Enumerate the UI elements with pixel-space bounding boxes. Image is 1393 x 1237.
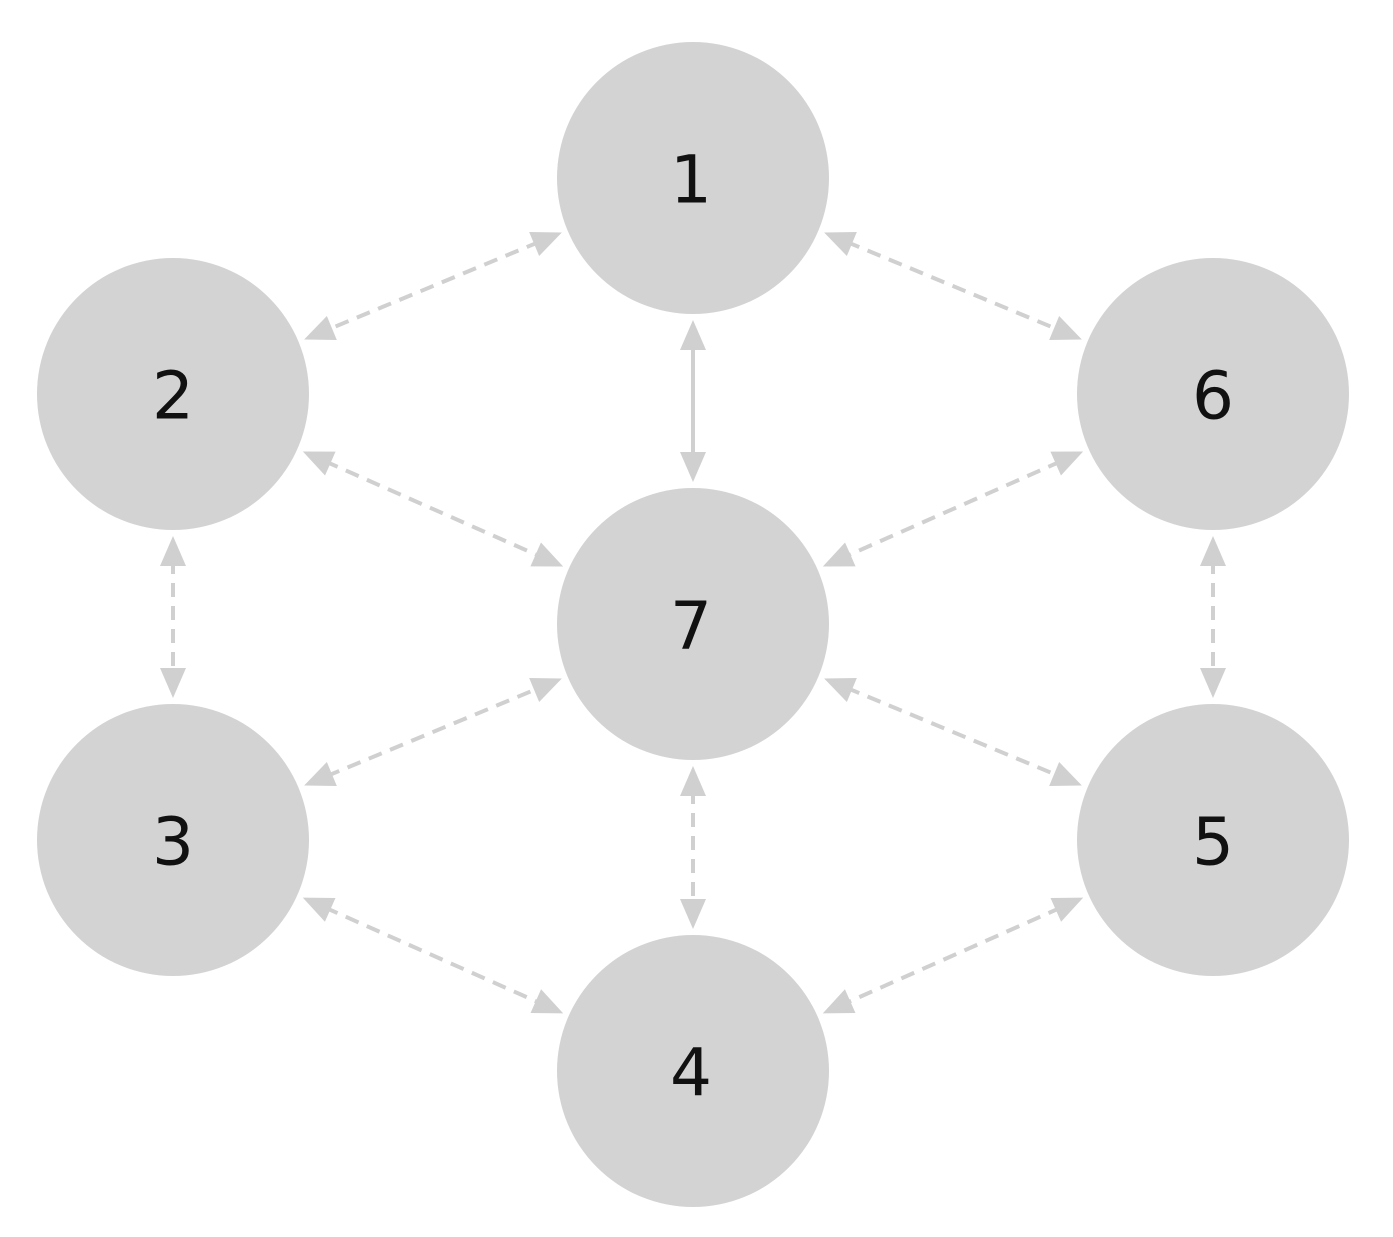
edge-5-4-line — [843, 905, 1063, 1006]
edge-3-4-arrowhead-end — [530, 989, 564, 1014]
edge-1-6-line — [845, 239, 1061, 333]
edge-3-4-line — [323, 905, 543, 1006]
edge-7-5-arrowhead-start — [824, 677, 857, 702]
node-5-circle — [1077, 704, 1349, 976]
node-7: 7 — [557, 488, 829, 760]
edge-6-7-arrowhead-end — [822, 542, 856, 567]
edge-1-2-arrowhead-end — [304, 316, 337, 341]
node-5: 5 — [1077, 704, 1349, 976]
edge-1-2-line — [325, 239, 541, 333]
node-3-circle — [37, 704, 309, 976]
edge-5-4-arrowhead-end — [822, 989, 856, 1014]
edge-1-2-arrowhead-start — [529, 231, 562, 256]
edge-6-5-arrowhead-end — [1200, 668, 1226, 698]
node-7-label: 7 — [670, 588, 712, 665]
node-1-label: 1 — [670, 142, 712, 219]
node-4: 4 — [557, 935, 829, 1207]
edge-2-3-arrowhead-start — [160, 536, 186, 566]
edge-7-5-line — [845, 685, 1061, 779]
edge-1-7-arrowhead-start — [680, 320, 706, 350]
edge-2-7-line — [324, 459, 542, 559]
edge-1-6-arrowhead-end — [1049, 316, 1082, 341]
node-4-circle — [557, 935, 829, 1207]
edge-2-3-arrowhead-end — [160, 668, 186, 698]
edge-1-7-arrowhead-end — [680, 452, 706, 482]
node-3: 3 — [37, 704, 309, 976]
node-1: 1 — [557, 42, 829, 314]
edge-7-5-arrowhead-end — [1049, 762, 1082, 787]
edge-3-7-arrowhead-end — [529, 677, 562, 702]
edge-3-7-line — [325, 685, 541, 779]
node-2: 2 — [37, 258, 309, 530]
node-2-circle — [37, 258, 309, 530]
edge-2-7-arrowhead-start — [302, 451, 336, 476]
edge-6-5-arrowhead-start — [1200, 536, 1226, 566]
node-3-label: 3 — [152, 804, 194, 881]
edge-6-7-arrowhead-start — [1050, 451, 1084, 476]
edge-5-4-arrowhead-start — [1050, 897, 1084, 922]
edges-layer — [160, 231, 1226, 1014]
node-6: 6 — [1077, 258, 1349, 530]
edge-2-7-arrowhead-end — [530, 542, 564, 567]
edge-6-7-line — [844, 459, 1062, 559]
edge-7-4-arrowhead-start — [680, 766, 706, 796]
node-4-label: 4 — [670, 1035, 712, 1112]
node-1-circle — [557, 42, 829, 314]
edge-3-4-arrowhead-start — [302, 897, 336, 922]
edge-7-4-arrowhead-end — [680, 899, 706, 929]
edge-3-7-arrowhead-start — [304, 762, 337, 787]
node-7-circle — [557, 488, 829, 760]
node-2-label: 2 — [152, 358, 194, 435]
node-6-label: 6 — [1192, 358, 1234, 435]
node-6-circle — [1077, 258, 1349, 530]
edge-1-6-arrowhead-start — [824, 231, 857, 256]
node-5-label: 5 — [1192, 804, 1234, 881]
